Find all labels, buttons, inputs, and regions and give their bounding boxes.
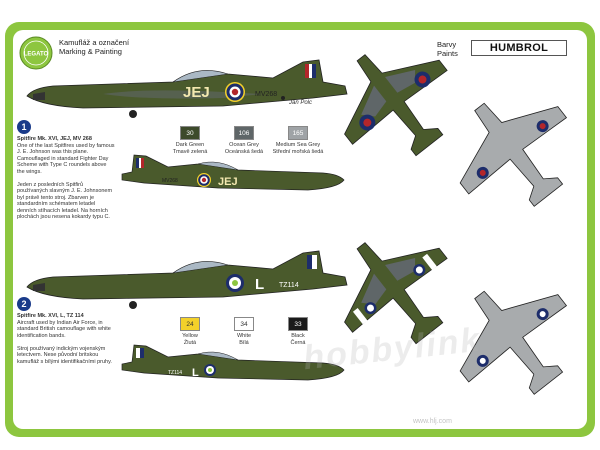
swatch-name-en: White [236,333,252,339]
scheme-2-number: 2 [17,297,31,311]
fuselage-code: L [192,367,199,379]
swatch-name-cz: Černá [290,339,306,346]
swatch-name-cz: Oceánská šedá [224,148,264,155]
legato-logo: LEGATO [19,36,53,70]
scheme-1-upper-view [344,54,448,157]
paints-header-en: Paints [437,49,458,58]
scheme-1-number: 1 [17,120,31,134]
swatch-name-cz: Tmavě zelená [172,148,208,155]
swatch-name-en: Ocean Grey [229,142,259,148]
swatch-name-en: Medium Sea Grey [275,142,321,148]
serial-number: TZ114 [279,282,299,289]
swatch-ocean-grey: 106 Ocean Grey Oceánská šedá [217,126,271,155]
serial-number: TZ114 [168,370,182,376]
scheme-1-text-en: One of the last Spitfires used by famous… [17,142,115,175]
scheme-1-lower-view [459,102,568,207]
swatch-name-cz: Střední mořská šedá [272,148,324,155]
scheme-2-profile-left: L TZ114 [26,250,348,309]
serial-number: MV268 [162,178,178,184]
swatch-name-cz: Bílá [239,339,249,346]
scheme-2-text-cz: Stroj používaný indickým vojenským letec… [17,345,112,365]
swatch-name-en: Yellow [182,333,198,339]
header-en: Marking & Painting [59,47,122,56]
swatch-chip: 106 [234,126,254,140]
swatch-chip: 24 [180,317,200,331]
logo-text: LEGATO [24,52,49,58]
swatch-name-cz: Žlutá [183,339,197,346]
swatch-medium-sea-grey: 165 Medium Sea Grey Střední mořská šedá [271,126,325,155]
swatch-name-en: Dark Green [175,142,205,148]
scheme-1-text-cz: Jeden z posledních Spitfirů používaných … [17,181,113,221]
paint-brand: HUMBROL [471,40,567,56]
fuselage-code: JEJ [183,84,210,101]
paints-header: Barvy Paints [437,40,458,58]
swatch-chip: 33 [288,317,308,331]
scheme-1-profile-right: JEJ MV268 [121,154,345,191]
marking-sheet: LEGATO Kamufláž a označení Marking & Pai… [13,30,587,429]
fuselage-code: L [255,276,264,293]
watermark-url: www.hlj.com [413,418,452,425]
scheme-2-description: Spitfire Mk. XVI, L, TZ 114 Aircraft use… [17,313,115,365]
scheme-2-upper-view [344,242,448,345]
swatch-black: 33 Black Černá [271,317,325,346]
marking-header: Kamufláž a označení Marking & Painting [59,38,129,56]
fuselage-code: JEJ [218,176,238,188]
scheme-2-title: Spitfire Mk. XVI, L, TZ 114 [17,313,84,319]
swatch-dark-green: 30 Dark Green Tmavě zelená [163,126,217,155]
paints-header-cz: Barvy [437,40,457,49]
swatch-chip: 30 [180,126,200,140]
scheme-2-lower-view [459,290,568,395]
scheme-1-description: Spitfire Mk. XVI, JEJ, MV 268 One of the… [17,136,115,221]
scheme-1-title: Spitfire Mk. XVI, JEJ, MV 268 [17,136,92,142]
scheme-2-profile-right: TZ114 L [121,344,345,381]
paint-swatches-2: 24 Yellow Žlutá 34 White Bílá 33 Black Č… [163,317,325,346]
swatch-yellow: 24 Yellow Žlutá [163,317,217,346]
swatch-chip: 34 [234,317,254,331]
scheme-1-profile-left: JEJ MV268 [26,59,348,118]
paint-swatches-1: 30 Dark Green Tmavě zelená 106 Ocean Gre… [163,126,325,155]
swatch-chip: 165 [288,126,308,140]
header-cz: Kamufláž a označení [59,38,130,47]
artist-signature: Jan Polc [289,100,313,106]
swatch-white: 34 White Bílá [217,317,271,346]
swatch-name-en: Black [291,333,305,339]
scheme-2-text-en: Aircraft used by Indian Air Force, in st… [17,319,111,339]
serial-number: MV268 [255,91,277,98]
